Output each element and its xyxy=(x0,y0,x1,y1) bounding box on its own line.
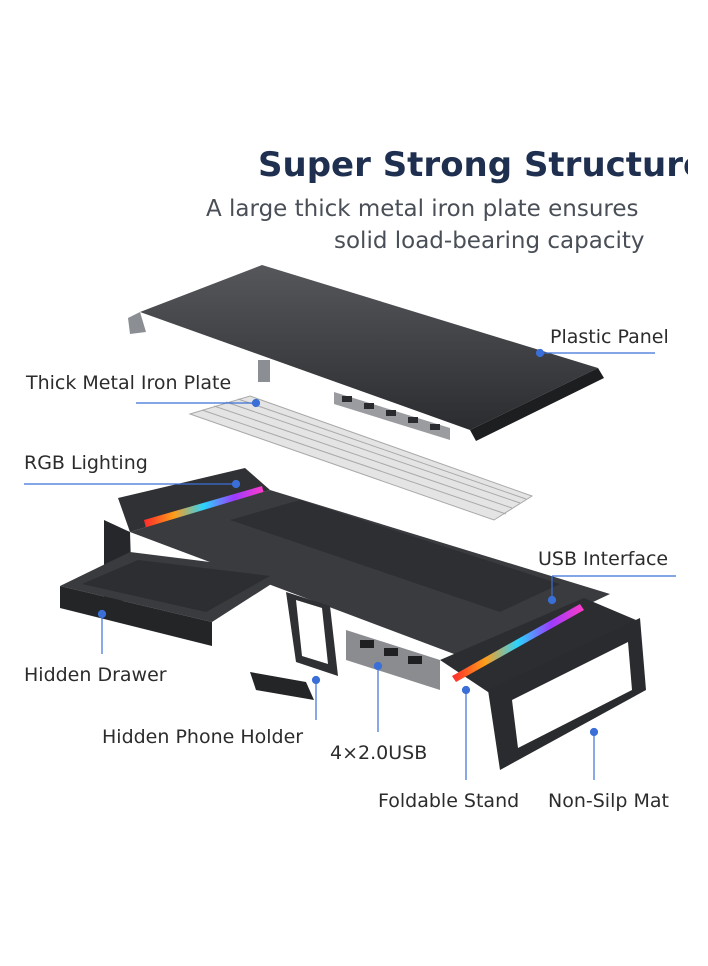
phone-holder-shape xyxy=(250,592,338,700)
label-non-slip-mat: Non-Silp Mat xyxy=(548,790,669,812)
label-rgb-lighting: RGB Lighting xyxy=(24,452,148,474)
plastic-panel-shape xyxy=(128,265,604,441)
label-usb-interface: USB Interface xyxy=(538,548,669,570)
base-frame-shape xyxy=(104,468,646,770)
label-plastic-panel: Plastic Panel xyxy=(550,326,669,348)
label-foldable-stand: Foldable Stand xyxy=(378,790,520,812)
headline-subtitle-line1: A large thick metal iron plate ensures xyxy=(206,196,639,222)
metal-plate-shape xyxy=(188,395,534,521)
label-hidden-drawer: Hidden Drawer xyxy=(24,664,167,686)
label-metal-plate: Thick Metal Iron Plate xyxy=(26,372,232,394)
label-phone-holder: Hidden Phone Holder xyxy=(102,726,304,748)
headline-title: Super Strong Structure xyxy=(258,145,688,185)
label-usb-ports: 4×2.0USB xyxy=(330,742,428,764)
leader-lines xyxy=(24,348,676,780)
hidden-drawer-shape xyxy=(60,552,290,646)
headline-subtitle-line2: solid load-bearing capacity xyxy=(334,228,645,254)
